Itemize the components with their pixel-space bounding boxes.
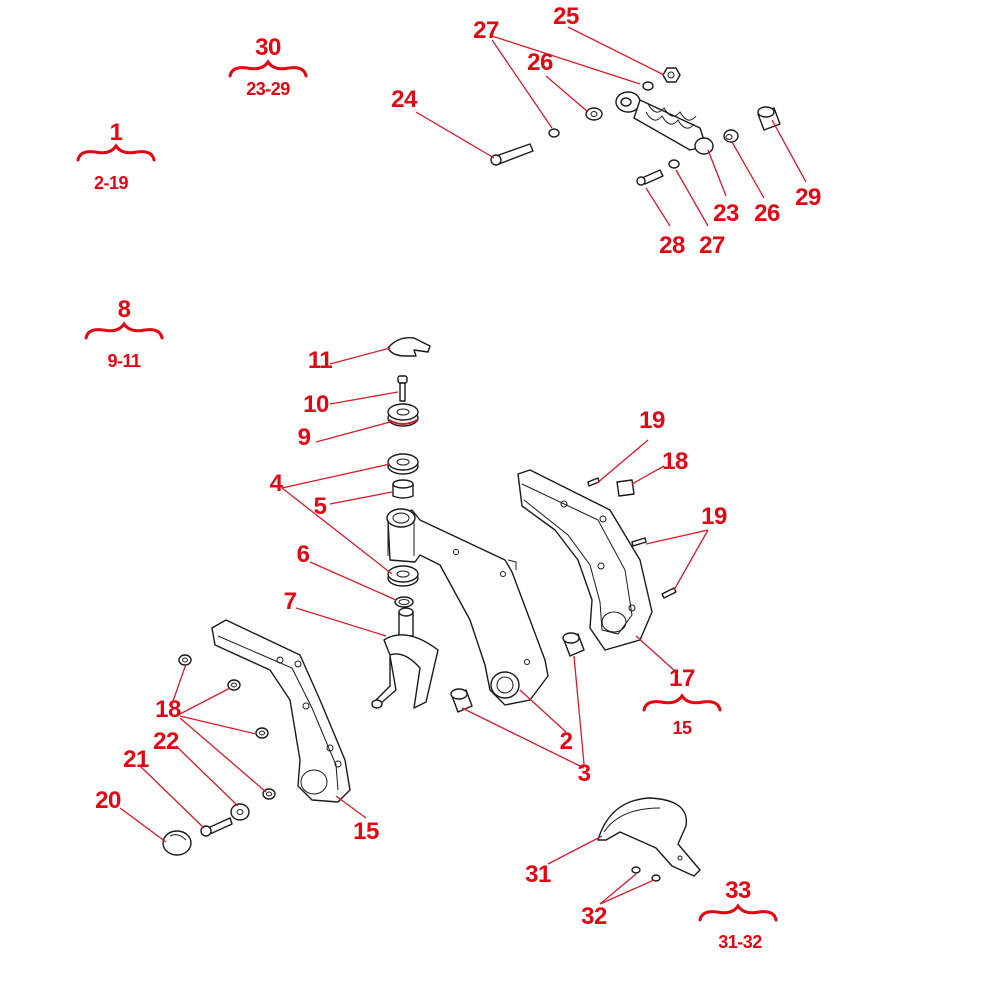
- callout-10: 10: [303, 391, 329, 418]
- screw-19-bottom: [661, 587, 677, 599]
- bolt-28: [636, 169, 664, 186]
- callout-22: 22: [153, 728, 179, 755]
- group-label-30: 30 23-29: [228, 34, 308, 99]
- callout-4: 4: [270, 470, 284, 497]
- pad-18-right: [616, 479, 635, 497]
- callout-labels: 25 27 26 24 23 26 29 28 27 11 10 9 4 5 6…: [95, 3, 821, 930]
- fork-7: [371, 607, 439, 709]
- callout-18: 18: [155, 696, 181, 723]
- callout-27: 27: [473, 17, 499, 44]
- group-number: 30: [255, 34, 281, 61]
- bushing-26-right: [723, 129, 739, 143]
- callout-3: 3: [578, 760, 591, 787]
- callout-26: 26: [754, 200, 780, 227]
- screw-32-1: [631, 866, 641, 874]
- bolt-24: [490, 143, 534, 166]
- group-number: 33: [725, 877, 751, 904]
- washer-27-bottom: [668, 159, 680, 169]
- washer-22: [230, 803, 250, 821]
- bolt-10: [397, 375, 408, 402]
- nut-9: [387, 403, 419, 427]
- callout-21: 21: [123, 746, 149, 773]
- callout-19: 19: [639, 407, 665, 434]
- callout-5: 5: [314, 493, 327, 520]
- washer-27-left: [548, 128, 560, 138]
- callout-29: 29: [795, 184, 821, 211]
- bushing-3-right: [562, 632, 585, 657]
- fender-31: [597, 797, 701, 877]
- group-range: 9-11: [107, 351, 141, 371]
- callout-27: 27: [699, 232, 725, 259]
- leader-lines: [119, 26, 807, 905]
- screw-19-mid: [631, 537, 647, 547]
- bushing-3-left: [450, 688, 473, 713]
- group-range: 31-32: [718, 932, 762, 952]
- callout-23: 23: [713, 200, 739, 227]
- callout-18: 18: [662, 448, 688, 475]
- group-label-8: 8 9-11: [84, 296, 164, 371]
- bearing-4-bottom: [387, 565, 419, 587]
- callout-11: 11: [308, 347, 333, 374]
- callout-7: 7: [284, 588, 297, 615]
- washer-27-top: [642, 81, 654, 91]
- nut-18-2: [227, 679, 241, 691]
- group-range: 2-19: [94, 173, 129, 193]
- nut-18-1: [178, 654, 192, 666]
- bolt-21: [200, 817, 233, 837]
- callout-24: 24: [391, 86, 418, 113]
- nut-18-3: [255, 727, 269, 739]
- side-plate-15-left: [211, 619, 351, 803]
- group-number: 8: [118, 296, 131, 323]
- group-label-1: 1 2-19: [76, 119, 156, 193]
- callout-32: 32: [581, 903, 607, 930]
- bracket-11: [387, 337, 431, 357]
- callout-20: 20: [95, 787, 121, 814]
- ring-6: [394, 596, 414, 608]
- nut-25: [662, 67, 681, 83]
- side-plate-15-right: [517, 469, 653, 651]
- cap-20: [162, 830, 192, 856]
- shock-absorber-23: [615, 91, 714, 155]
- screw-32-2: [651, 874, 661, 882]
- swing-arm-2: [386, 508, 549, 706]
- callout-25: 25: [553, 3, 579, 30]
- callout-2: 2: [560, 728, 573, 755]
- callout-15: 15: [353, 818, 379, 845]
- screw-19-top: [587, 477, 600, 487]
- group-range: 23-29: [246, 79, 290, 99]
- callout-9: 9: [298, 424, 311, 451]
- group-number: 1: [110, 119, 123, 146]
- group-range: 15: [672, 718, 692, 738]
- spacer-29: [757, 106, 781, 131]
- spacer-5: [392, 479, 414, 499]
- callout-6: 6: [297, 541, 310, 568]
- bearing-4-top: [387, 453, 419, 475]
- callout-26: 26: [527, 49, 553, 76]
- bushing-26-left: [585, 107, 603, 121]
- group-number: 17: [669, 665, 695, 692]
- callout-28: 28: [659, 232, 685, 259]
- callout-31: 31: [525, 861, 551, 888]
- callout-19: 19: [701, 503, 727, 530]
- group-label-17: 17 15: [642, 665, 722, 738]
- group-label-33: 33 31-32: [698, 877, 778, 952]
